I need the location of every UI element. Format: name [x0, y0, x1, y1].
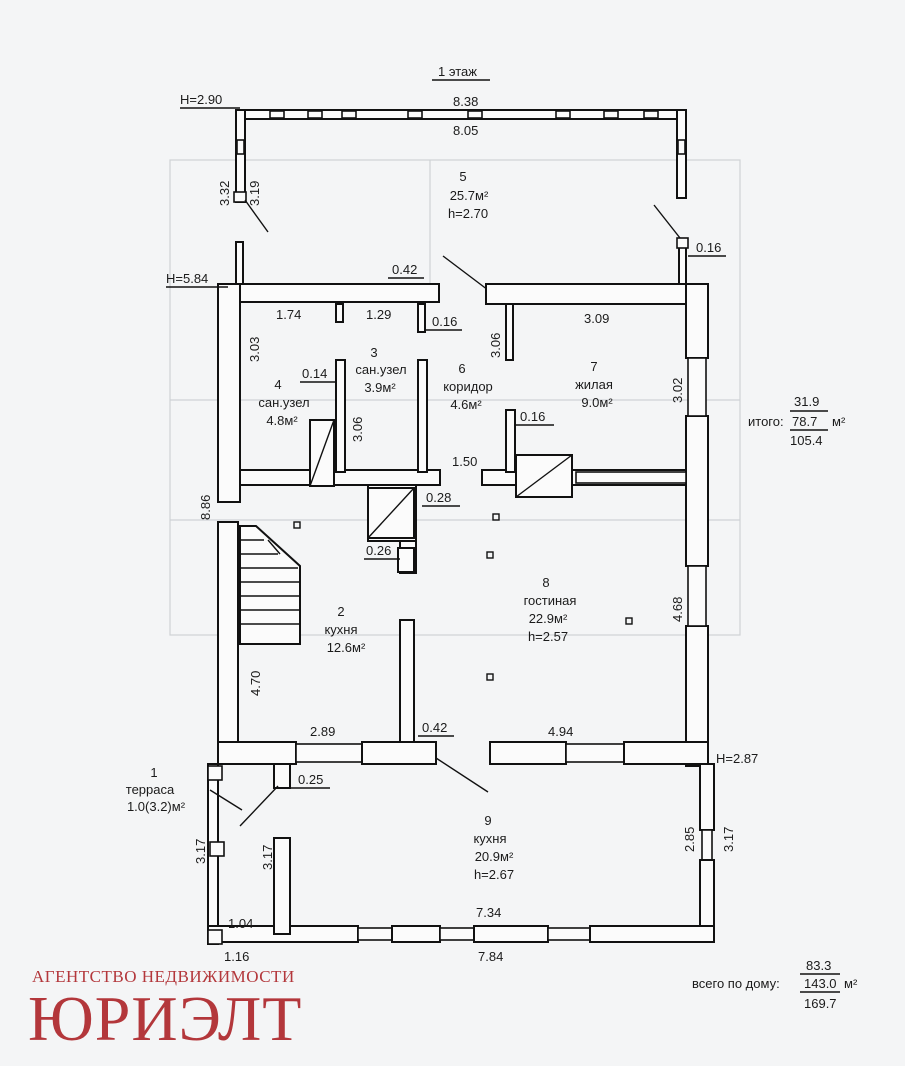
dim-room3-height: 3.06: [350, 417, 365, 442]
height-label-top-left: H=2.90: [180, 92, 222, 107]
dim-left-top-inner: 3.19: [247, 181, 262, 206]
dim-living-height: 4.68: [670, 597, 685, 622]
dim-wall-042-top: 0.42: [392, 262, 417, 277]
dim-kitchen9-right-inner: 2.85: [682, 827, 697, 852]
dim-right-top-stub: 0.16: [696, 240, 721, 255]
room-6-label: 6 коридор 4.6м²: [443, 361, 493, 412]
house-total: 83.3 всего по дому: 143.0 м² 169.7: [692, 958, 858, 1011]
svg-text:9.0м²: 9.0м²: [581, 395, 613, 410]
dim-living-width: 4.94: [548, 724, 573, 739]
brand-name: ЮРИЭЛТ: [28, 983, 302, 1054]
room-7-label: 7 жилая 9.0м²: [575, 359, 613, 410]
dim-room4-height: 3.03: [247, 337, 262, 362]
dim-room3-width: 1.29: [366, 307, 391, 322]
dim-wall-016-b: 0.16: [520, 409, 545, 424]
svg-text:25.7м²: 25.7м²: [450, 188, 489, 203]
dim-corridor-306: 3.06: [488, 333, 503, 358]
svg-text:коридор: коридор: [443, 379, 493, 394]
room-4-label: 4 сан.узел 4.8м²: [258, 377, 309, 428]
staircase: [239, 525, 301, 645]
svg-text:кухня: кухня: [324, 622, 357, 637]
svg-text:3.9м²: 3.9м²: [364, 380, 396, 395]
svg-text:8: 8: [542, 575, 549, 590]
svg-text:h=2.70: h=2.70: [448, 206, 488, 221]
svg-text:1.0(3.2)м²: 1.0(3.2)м²: [127, 799, 186, 814]
svg-text:терраса: терраса: [126, 782, 175, 797]
room-5-label: 5 25.7м² h=2.70: [448, 169, 489, 221]
dim-wall-014: 0.14: [302, 366, 327, 381]
svg-text:9: 9: [484, 813, 491, 828]
floor-total: 31.9 итого: 78.7 м² 105.4: [748, 394, 846, 448]
svg-text:20.9м²: 20.9м²: [475, 849, 514, 864]
svg-text:4.6м²: 4.6м²: [450, 397, 482, 412]
svg-text:м²: м²: [832, 414, 846, 429]
dim-room7-width: 3.09: [584, 311, 609, 326]
svg-text:105.4: 105.4: [790, 433, 823, 448]
room-1-label: 1 терраса 1.0(3.2)м²: [126, 765, 186, 814]
svg-text:4: 4: [274, 377, 281, 392]
svg-text:сан.узел: сан.узел: [355, 362, 406, 377]
dim-kitchen9-inner-width: 7.34: [476, 905, 501, 920]
dim-terrace-height: 3.17: [193, 839, 208, 864]
svg-text:сан.узел: сан.узел: [258, 395, 309, 410]
dim-kitchen9-right-outer: 3.17: [721, 827, 736, 852]
dim-wall-025: 0.25: [298, 772, 323, 787]
room-3-label: 3 сан.узел 3.9м²: [355, 345, 406, 395]
svg-text:жилая: жилая: [575, 377, 613, 392]
main-walls: [217, 283, 709, 767]
room-2-label: 2 кухня 12.6м²: [324, 604, 365, 655]
dim-kitchen9-left-height: 3.17: [260, 845, 275, 870]
svg-text:м²: м²: [844, 976, 858, 991]
brand-tagline: АГЕНТСТВО НЕДВИЖИМОСТИ: [32, 967, 295, 986]
dim-room4-width: 1.74: [276, 307, 301, 322]
floor-title: 1 этаж: [438, 64, 477, 79]
svg-text:143.0: 143.0: [804, 976, 837, 991]
svg-text:кухня: кухня: [473, 831, 506, 846]
svg-text:4.8м²: 4.8м²: [266, 413, 298, 428]
height-label-right: H=2.87: [716, 751, 758, 766]
dim-opening-150: 1.50: [452, 454, 477, 469]
dim-top-inner: 8.05: [453, 123, 478, 138]
dim-left-top-outer: 3.32: [217, 181, 232, 206]
svg-text:78.7: 78.7: [792, 414, 817, 429]
dim-room7-height: 3.02: [670, 378, 685, 403]
room-8-label: 8 гостиная 22.9м² h=2.57: [524, 575, 577, 644]
svg-text:31.9: 31.9: [794, 394, 819, 409]
room-9-label: 9 кухня 20.9м² h=2.67: [473, 813, 514, 882]
dim-wall-042-mid: 0.42: [422, 720, 447, 735]
svg-text:12.6м²: 12.6м²: [327, 640, 366, 655]
svg-text:5: 5: [459, 169, 466, 184]
dim-kitchen-width: 2.89: [310, 724, 335, 739]
ventilation-markers: [293, 513, 633, 681]
svg-text:h=2.67: h=2.67: [474, 867, 514, 882]
extension-walls: [207, 763, 715, 945]
svg-text:22.9м²: 22.9м²: [529, 611, 568, 626]
svg-text:2: 2: [337, 604, 344, 619]
dim-wall-028: 0.28: [426, 490, 451, 505]
svg-text:83.3: 83.3: [806, 958, 831, 973]
svg-text:гостиная: гостиная: [524, 593, 577, 608]
dim-bottom-total: 7.84: [478, 949, 503, 964]
svg-text:169.7: 169.7: [804, 996, 837, 1011]
svg-text:3: 3: [370, 345, 377, 360]
svg-text:всего по дому:: всего по дому:: [692, 976, 780, 991]
dim-wall-026: 0.26: [366, 543, 391, 558]
svg-text:итого:: итого:: [748, 414, 784, 429]
svg-text:1: 1: [150, 765, 157, 780]
dim-terrace-inner-width: 1.04: [228, 916, 253, 931]
height-label-mid-left: H=5.84: [166, 271, 208, 286]
dim-top-outer: 8.38: [453, 94, 478, 109]
background-ghost-lines: [169, 159, 741, 636]
svg-text:h=2.57: h=2.57: [528, 629, 568, 644]
veranda-walls: [233, 109, 689, 285]
dim-kitchen-height: 4.70: [248, 671, 263, 696]
dim-left-total: 8.86: [198, 495, 213, 520]
svg-text:7: 7: [590, 359, 597, 374]
dim-wall-016-a: 0.16: [432, 314, 457, 329]
dim-terrace-outer-width: 1.16: [224, 949, 249, 964]
svg-text:6: 6: [458, 361, 465, 376]
